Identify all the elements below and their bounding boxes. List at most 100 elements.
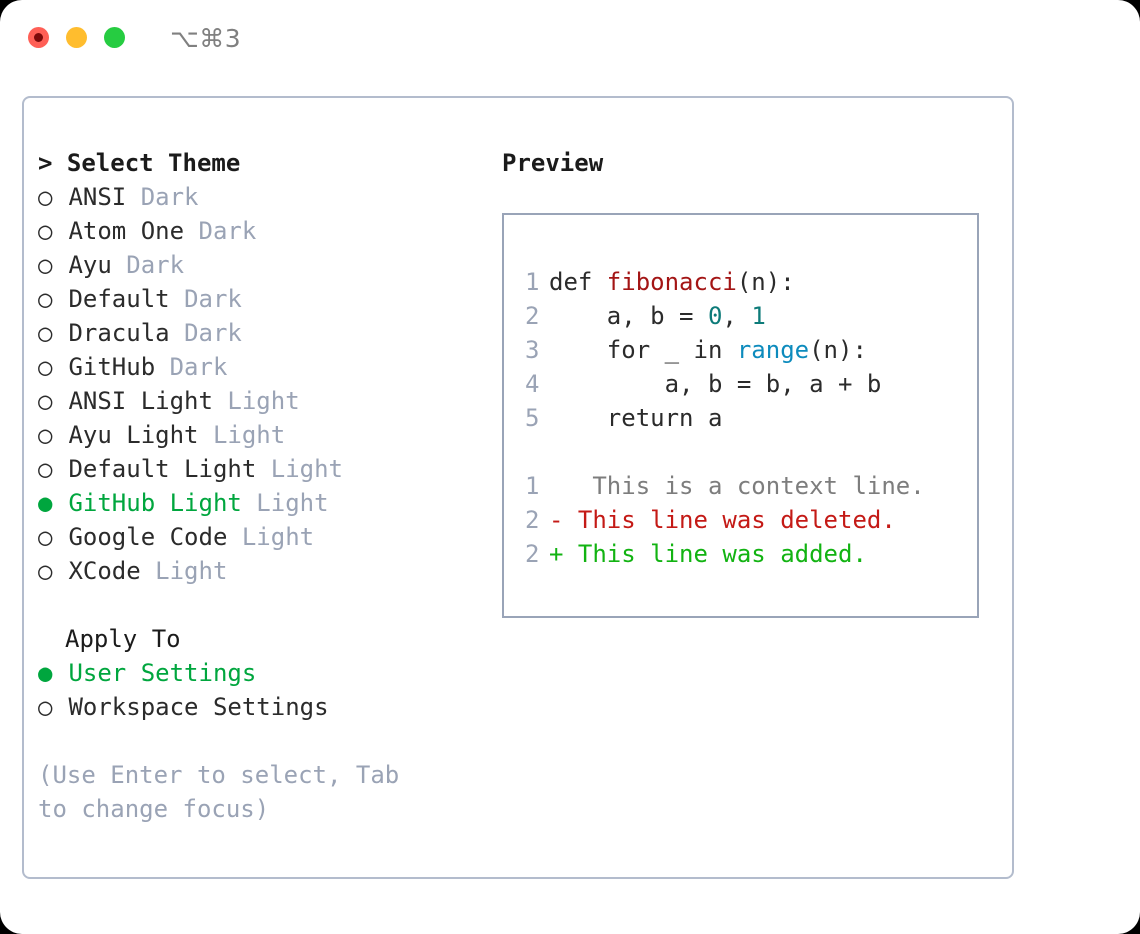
radio-unselected-icon: ○ <box>38 455 53 483</box>
theme-option-label: ANSI Light <box>68 387 213 415</box>
diff-text: This line was deleted. <box>563 506 896 534</box>
spacer <box>170 319 184 347</box>
theme-option-ayu[interactable]: ○ Ayu Dark <box>38 248 484 282</box>
radio-selected-icon: ● <box>38 489 53 517</box>
spacer <box>54 217 68 245</box>
spacer <box>54 693 68 721</box>
spacer <box>170 285 184 313</box>
radio-unselected-icon: ○ <box>38 183 53 211</box>
theme-list[interactable]: ○ ANSI Dark○ Atom One Dark○ Ayu Dark○ De… <box>38 180 484 588</box>
diff-sign <box>549 472 563 500</box>
main-panel: > Select Theme ○ ANSI Dark○ Atom One Dar… <box>22 96 1014 879</box>
code-token-num: 0 <box>707 302 723 330</box>
code-line: 4 a, b = b, a + b <box>525 367 971 401</box>
theme-option-google-code[interactable]: ○ Google Code Light <box>38 520 484 554</box>
theme-option-github[interactable]: ○ GitHub Dark <box>38 350 484 384</box>
theme-variant-tag: Dark <box>140 183 199 211</box>
spacer <box>54 251 68 279</box>
theme-option-label: Google Code <box>68 523 228 551</box>
select-theme-title: Select Theme <box>66 149 241 177</box>
spacer <box>54 557 68 585</box>
radio-unselected-icon: ○ <box>38 421 53 449</box>
diff-sign: - <box>549 506 564 534</box>
theme-option-default-light[interactable]: ○ Default Light Light <box>38 452 484 486</box>
close-window-button[interactable] <box>28 27 49 48</box>
select-theme-header: > Select Theme <box>38 146 484 180</box>
theme-option-dracula[interactable]: ○ Dracula Dark <box>38 316 484 350</box>
theme-option-xcode[interactable]: ○ XCode Light <box>38 554 484 588</box>
spacer <box>54 421 68 449</box>
theme-variant-tag: Light <box>155 557 228 585</box>
code-token-plain: for _ in <box>549 336 737 364</box>
theme-option-label: ANSI <box>68 183 127 211</box>
radio-unselected-icon: ○ <box>38 217 53 245</box>
theme-option-ayu-light[interactable]: ○ Ayu Light Light <box>38 418 484 452</box>
theme-option-label: XCode <box>68 557 141 585</box>
apply-to-list[interactable]: ● User Settings○ Workspace Settings <box>38 656 484 724</box>
theme-variant-tag: Light <box>227 387 300 415</box>
theme-variant-tag: Light <box>256 489 329 517</box>
theme-option-label: Atom One <box>68 217 185 245</box>
code-token-plain: def <box>549 268 607 296</box>
spacer <box>256 455 270 483</box>
spacer <box>184 217 198 245</box>
theme-variant-tag: Dark <box>198 217 257 245</box>
line-number: 2 <box>525 506 540 534</box>
minimize-window-button[interactable] <box>66 27 87 48</box>
theme-variant-tag: Light <box>241 523 315 551</box>
theme-option-ansi-light[interactable]: ○ ANSI Light Light <box>38 384 484 418</box>
spacer <box>199 421 213 449</box>
spacer <box>242 489 256 517</box>
spacer <box>141 557 155 585</box>
apply-to-option-user-settings[interactable]: ● User Settings <box>38 656 484 690</box>
line-number: 1 <box>525 268 540 296</box>
diff-text: This is a context line. <box>563 472 925 500</box>
maximize-window-button[interactable] <box>104 27 125 48</box>
line-number: 2 <box>525 302 540 330</box>
code-line: 5 return a <box>525 401 971 435</box>
theme-option-default[interactable]: ○ Default Dark <box>38 282 484 316</box>
radio-unselected-icon: ○ <box>38 353 53 381</box>
line-number: 3 <box>525 336 540 364</box>
theme-option-label: Ayu Light <box>68 421 199 449</box>
theme-option-ansi[interactable]: ○ ANSI Dark <box>38 180 484 214</box>
apply-to-option-workspace-settings[interactable]: ○ Workspace Settings <box>38 690 484 724</box>
line-number: 2 <box>525 540 540 568</box>
theme-option-label: Dracula <box>68 319 170 347</box>
spacer <box>54 455 68 483</box>
diff-line-del: 2- This line was deleted. <box>525 503 971 537</box>
radio-unselected-icon: ○ <box>38 693 53 721</box>
theme-selection-column: > Select Theme ○ ANSI Dark○ Atom One Dar… <box>38 146 484 826</box>
radio-unselected-icon: ○ <box>38 557 53 585</box>
code-token-plain: (n): <box>809 336 867 364</box>
theme-variant-tag: Light <box>270 455 343 483</box>
select-theme-header-label <box>52 149 66 177</box>
spacer <box>54 387 68 415</box>
theme-variant-tag: Light <box>212 421 286 449</box>
theme-option-label: Default <box>68 285 170 313</box>
theme-option-github-light[interactable]: ● GitHub Light Light <box>38 486 484 520</box>
code-token-plain: (n): <box>736 268 795 296</box>
code-token-plain: a, b = <box>549 302 708 330</box>
code-token-num: 1 <box>751 302 766 330</box>
radio-unselected-icon: ○ <box>38 387 53 415</box>
title-bar: ⌥⌘3 <box>0 0 1140 76</box>
theme-option-label: GitHub <box>68 353 156 381</box>
spacer <box>126 183 140 211</box>
prompt-caret-icon: > <box>38 149 53 177</box>
code-line: 2 a, b = 0, 1 <box>525 299 971 333</box>
spacer <box>54 523 68 551</box>
traffic-lights <box>28 27 125 48</box>
line-number: 1 <box>525 472 540 500</box>
theme-variant-tag: Dark <box>169 353 228 381</box>
radio-unselected-icon: ○ <box>38 251 53 279</box>
preview-title: Preview <box>502 149 604 177</box>
theme-option-atom-one[interactable]: ○ Atom One Dark <box>38 214 484 248</box>
code-token-plain: a, b = b, a + b <box>549 370 882 398</box>
apply-to-option-label: Workspace Settings <box>68 693 329 721</box>
